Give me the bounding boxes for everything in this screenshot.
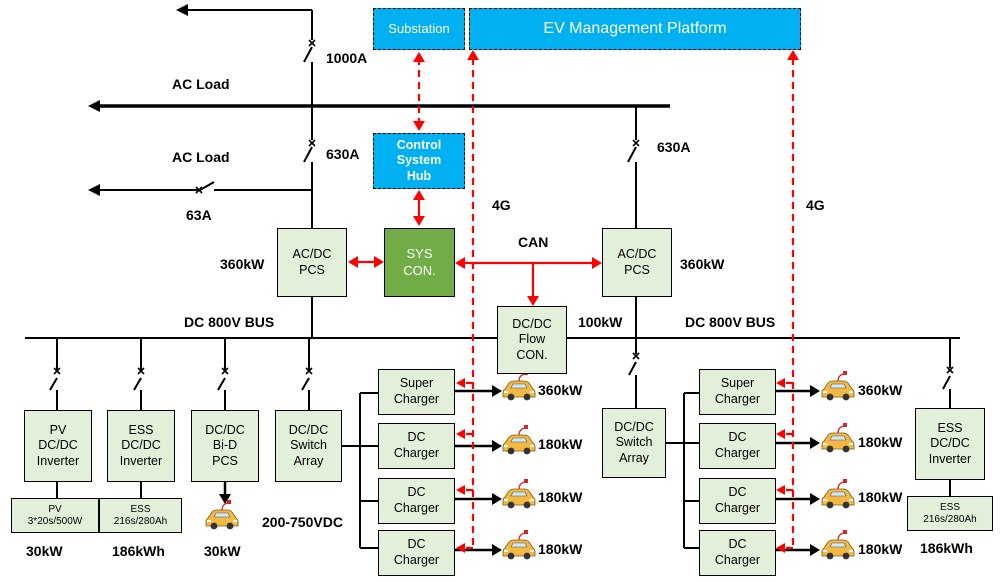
ess-inverter-box: ESS DC/DC Inverter bbox=[107, 410, 175, 482]
right-dc-charger-2: DC Charger bbox=[699, 478, 776, 524]
left-charger-1-power: 360kW bbox=[538, 382, 583, 398]
dc-bus-right-label: DC 800V BUS bbox=[685, 314, 776, 330]
right-acdc-pcs-box: AC/DC PCS bbox=[602, 228, 672, 297]
bid-pcs-box: DC/DC Bi-D PCS bbox=[191, 410, 259, 482]
left-charger-4-power: 180kW bbox=[538, 541, 583, 557]
pv-power-label: 30kW bbox=[26, 543, 63, 559]
ess-inverter-label: ESS DC/DC Inverter bbox=[119, 422, 163, 468]
left-charger-1-label: Super Charger bbox=[393, 376, 440, 406]
ac-arrow-load1 bbox=[88, 100, 100, 112]
ac-arrow-top bbox=[176, 4, 188, 16]
pv-inverter-label: PV DC/DC Inverter bbox=[36, 422, 80, 468]
left-switch-array-box: DC/DC Switch Array bbox=[275, 410, 342, 482]
ac-wiring bbox=[92, 6, 670, 228]
substation-label: Substation bbox=[388, 20, 450, 36]
right-dc-charger-3: DC Charger bbox=[699, 530, 776, 576]
4g-right-label: 4G bbox=[806, 197, 825, 213]
pv-spec-label: PV 3*20s/500W bbox=[27, 503, 83, 527]
substation-box: Substation bbox=[373, 8, 465, 50]
pv-inverter-box: PV DC/DC Inverter bbox=[24, 410, 92, 482]
flow-con-box: DC/DC Flow CON. bbox=[497, 306, 567, 374]
right-ess-spec-label: ESS 216s/280Ah bbox=[923, 501, 977, 525]
left-charger-2-label: DC Charger bbox=[393, 430, 440, 460]
bid-pcs-label: DC/DC Bi-D PCS bbox=[205, 422, 245, 468]
left-pcs-power-label: 360kW bbox=[220, 256, 265, 272]
ev-car-icon bbox=[821, 371, 855, 401]
ev-car-icon bbox=[821, 479, 855, 509]
left-charger-2-power: 180kW bbox=[538, 436, 583, 452]
left-switch-array-label: DC/DC Switch Array bbox=[288, 422, 329, 468]
left-charger-4-label: DC Charger bbox=[393, 537, 440, 567]
ev-car-icon bbox=[821, 423, 855, 453]
ac-arrow-load2 bbox=[88, 184, 100, 196]
breaker-marks bbox=[195, 39, 640, 194]
ev-car-icon bbox=[502, 530, 536, 560]
comm-links bbox=[354, 58, 795, 550]
breaker-630a-left-label: 630A bbox=[326, 146, 360, 162]
right-charger-4-power: 180kW bbox=[858, 541, 903, 557]
right-ess-spec-box: ESS 216s/280Ah bbox=[907, 496, 993, 531]
left-super-charger: Super Charger bbox=[378, 369, 455, 415]
dc-bus-left-label: DC 800V BUS bbox=[184, 314, 275, 330]
ev-platform-label: EV Management Platform bbox=[543, 20, 727, 37]
left-charger-3-label: DC Charger bbox=[393, 485, 440, 515]
right-acdc-pcs-label: AC/DC PCS bbox=[617, 246, 657, 277]
breaker-1000a-label: 1000A bbox=[326, 50, 368, 66]
right-charger-2-power: 180kW bbox=[858, 434, 903, 450]
right-ess-inverter-box: ESS DC/DC Inverter bbox=[915, 408, 985, 480]
ev-car-icon bbox=[502, 371, 536, 401]
voltage-range-label: 200-750VDC bbox=[262, 514, 343, 530]
control-hub-label: Control System Hub bbox=[396, 137, 442, 183]
left-acdc-pcs-box: AC/DC PCS bbox=[277, 228, 347, 297]
sys-con-label: SYS CON. bbox=[403, 246, 436, 278]
right-charger-2-label: DC Charger bbox=[714, 430, 761, 460]
right-dc-charger-1: DC Charger bbox=[699, 423, 776, 469]
right-charger-1-label: Super Charger bbox=[714, 376, 761, 406]
breaker-63a-label: 63A bbox=[186, 207, 212, 223]
right-charger-3-power: 180kW bbox=[858, 489, 903, 505]
right-switch-array-box: DC/DC Switch Array bbox=[602, 408, 666, 478]
sys-con-box: SYS CON. bbox=[384, 228, 455, 297]
ess-spec-box: ESS 216s/280Ah bbox=[99, 498, 182, 533]
dc-breaker-marks bbox=[53, 352, 954, 375]
right-super-charger: Super Charger bbox=[699, 369, 776, 415]
dc-bus bbox=[25, 297, 960, 549]
right-charger-4-label: DC Charger bbox=[714, 537, 761, 567]
can-label: CAN bbox=[518, 234, 549, 250]
ev-car-icon bbox=[502, 425, 536, 455]
control-hub-box: Control System Hub bbox=[373, 133, 465, 189]
right-ess-inverter-label: ESS DC/DC Inverter bbox=[928, 420, 972, 466]
flow-con-label: DC/DC Flow CON. bbox=[512, 316, 552, 362]
left-dc-charger-2: DC Charger bbox=[378, 478, 455, 524]
left-acdc-pcs-label: AC/DC PCS bbox=[292, 246, 332, 277]
ev-car-icon bbox=[205, 500, 239, 530]
ac-load-label-1: AC Load bbox=[172, 76, 230, 92]
right-switch-array-label: DC/DC Switch Array bbox=[614, 419, 654, 465]
ac-load-label-2: AC Load bbox=[172, 149, 230, 165]
right-pcs-power-label: 360kW bbox=[680, 256, 725, 272]
left-charger-3-power: 180kW bbox=[538, 489, 583, 505]
4g-left-label: 4G bbox=[492, 197, 511, 213]
ess-energy-label: 186kWh bbox=[112, 543, 165, 559]
comm-arrowheads bbox=[348, 50, 799, 553]
right-charger-3-label: DC Charger bbox=[714, 485, 761, 515]
ess-spec-label: ESS 216s/280Ah bbox=[113, 503, 168, 527]
flow-power-label: 100kW bbox=[578, 314, 623, 330]
left-dc-charger-1: DC Charger bbox=[378, 423, 455, 469]
right-ess-energy-label: 186kWh bbox=[920, 540, 973, 556]
ev-platform-box: EV Management Platform bbox=[469, 8, 801, 50]
pv-spec-box: PV 3*20s/500W bbox=[11, 498, 99, 533]
right-charger-1-power: 360kW bbox=[858, 382, 903, 398]
left-dc-charger-3: DC Charger bbox=[378, 530, 455, 576]
ev-car-icon bbox=[821, 530, 855, 560]
bid-power-label: 30kW bbox=[204, 543, 241, 559]
breaker-630a-right-label: 630A bbox=[657, 139, 691, 155]
ev-car-icon bbox=[502, 479, 536, 509]
